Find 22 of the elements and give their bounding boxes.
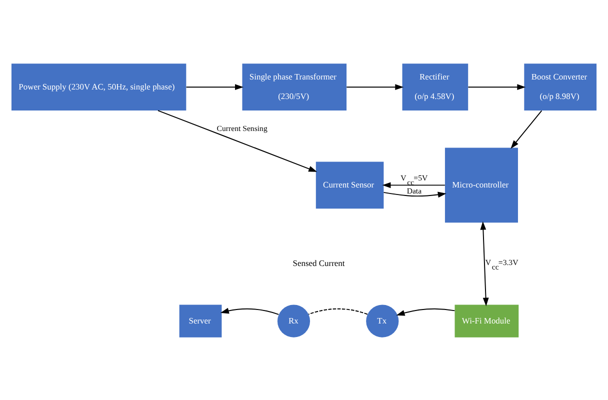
node-box: Wi-Fi Module (454, 304, 519, 337)
arrow (186, 84, 244, 90)
node-box: Single phase Transformer (230/5V) (242, 63, 347, 110)
node-circle: Tx (366, 304, 399, 337)
arrow (220, 307, 280, 314)
node-box: Server (179, 304, 222, 337)
node-box: Rectifier (o/p 4.58V) (402, 63, 468, 110)
arrow (383, 191, 446, 198)
node-box: Micro-controller (444, 147, 518, 222)
node-circle: Rx (277, 304, 310, 337)
arrow (480, 220, 489, 306)
arrow (157, 110, 318, 172)
node-box: Boost Converter (o/p 8.98V) (524, 63, 597, 110)
node-box: Power Supply (230V AC, 50Hz, single phase) (11, 63, 186, 110)
arrow (468, 84, 526, 90)
arrow (346, 84, 404, 90)
arrow (510, 110, 542, 148)
label: Sensed Current (292, 257, 345, 268)
node-box: Current Sensor (316, 161, 384, 208)
arrow (382, 182, 446, 188)
connector (308, 308, 368, 314)
arrow (396, 308, 456, 316)
